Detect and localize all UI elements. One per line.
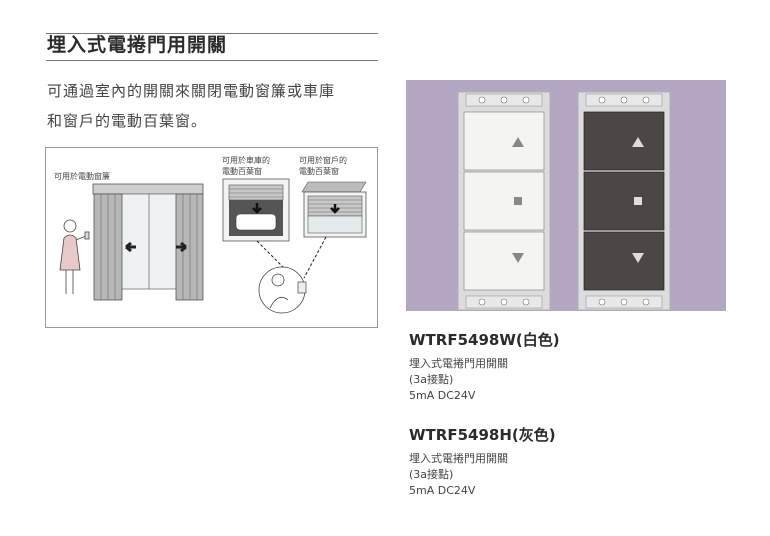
- product-name: 埋入式電捲門用開關: [409, 357, 508, 370]
- white-up-button: [463, 111, 545, 171]
- stop-square-icon: [514, 197, 522, 205]
- grey-switch: [577, 91, 671, 311]
- person-switch-portrait: [258, 266, 307, 314]
- stop-square-icon: [634, 197, 642, 205]
- up-triangle-icon: [512, 137, 524, 147]
- product-rating: 5mA DC24V: [409, 389, 476, 402]
- product-contact: (3a接點): [409, 373, 454, 386]
- arrow-down-icon: [252, 203, 262, 214]
- product-white: WTRF5498W(白色) 埋入式電捲門用開關 (3a接點) 5mA DC24V: [409, 329, 560, 404]
- down-triangle-icon: [632, 253, 644, 263]
- label-garage-line-2: 電動百葉窗: [222, 167, 262, 176]
- product-grey: WTRF5498H(灰色) 埋入式電捲門用開關 (3a接點) 5mA DC24V: [409, 424, 556, 499]
- page-title: 埋入式電捲門用開關: [47, 34, 228, 56]
- up-triangle-icon: [632, 137, 644, 147]
- illustration-drawing: [59, 178, 367, 314]
- label-garage-line-1: 可用於車庫的: [222, 156, 270, 165]
- usage-illustration: 可用於電動窗簾 可用於車庫的 電動百葉窗 可用於窗戶的 電動百葉窗: [45, 147, 378, 328]
- arrow-left-icon: [125, 241, 136, 253]
- product-photo: [406, 80, 726, 311]
- label-curtain: 可用於電動窗簾: [54, 172, 110, 181]
- left-curtain: [93, 193, 123, 301]
- white-stop-button: [463, 171, 545, 231]
- arrow-right-icon: [176, 241, 187, 253]
- label-window-line-1: 可用於窗戶的: [299, 156, 347, 165]
- white-switch: [457, 91, 551, 311]
- window-shutter-scene: [301, 181, 367, 238]
- product-rating: 5mA DC24V: [409, 484, 476, 497]
- person-left: [59, 219, 90, 294]
- intro-line-2: 和窗戶的電動百葉窗。: [47, 112, 208, 130]
- product-model: WTRF5498H(灰色): [409, 426, 556, 444]
- grey-down-button: [583, 231, 665, 291]
- product-model: WTRF5498W(白色): [409, 331, 560, 349]
- grey-stop-button: [583, 171, 665, 231]
- product-name: 埋入式電捲門用開關: [409, 452, 508, 465]
- garage-door-scene: [222, 178, 290, 242]
- down-triangle-icon: [512, 253, 524, 263]
- product-contact: (3a接點): [409, 468, 454, 481]
- intro-text: 可通過室內的開關來關閉電動窗簾或車庫 和窗戶的電動百葉窗。: [47, 76, 387, 136]
- intro-line-1: 可通過室內的開關來關閉電動窗簾或車庫: [47, 82, 336, 100]
- label-window-line-2: 電動百葉窗: [299, 167, 339, 176]
- curtain-rail: [92, 183, 204, 195]
- grey-up-button: [583, 111, 665, 171]
- title-top-rule: [46, 33, 378, 34]
- title-bottom-rule: [46, 60, 378, 61]
- white-down-button: [463, 231, 545, 291]
